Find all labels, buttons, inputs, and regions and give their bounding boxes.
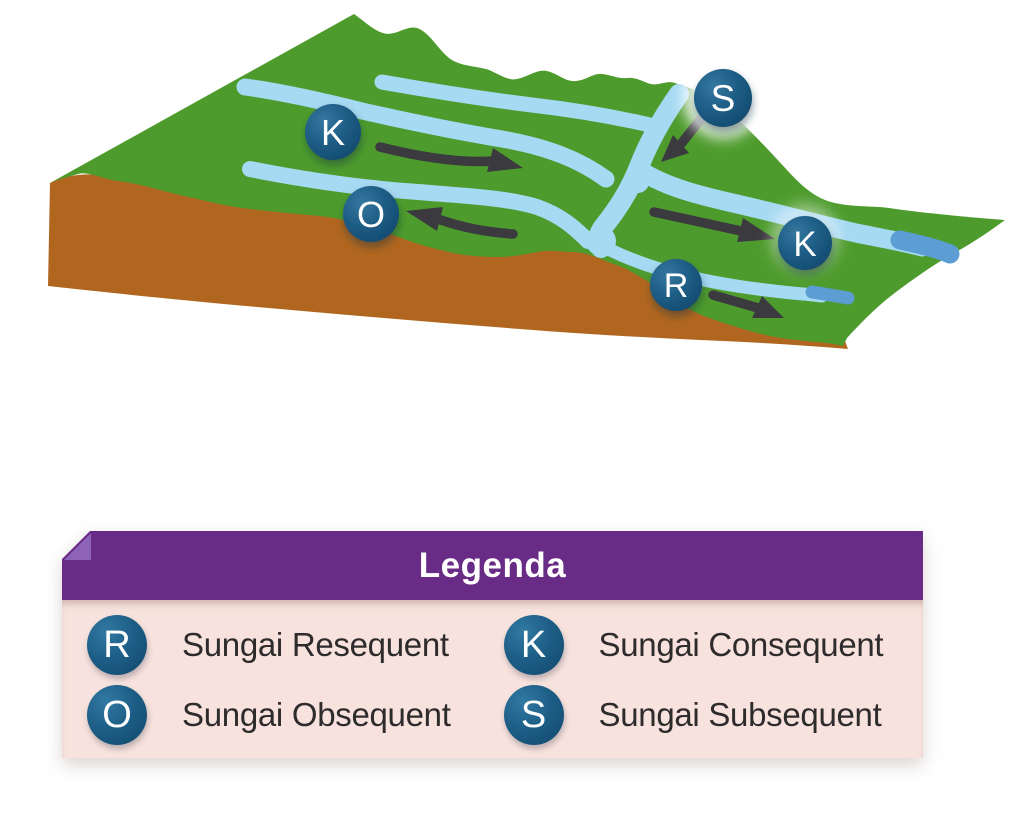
arrowhead-obsequent bbox=[406, 207, 443, 231]
river-consequent-k bbox=[236, 78, 615, 188]
legend-item-obsequent: O Sungai Obsequent bbox=[62, 685, 493, 745]
badge-letter: O bbox=[357, 194, 385, 235]
legend-item-subsequent: S Sungai Subsequent bbox=[493, 685, 924, 745]
badge-letter: S bbox=[711, 78, 736, 119]
legend-fold-corner bbox=[64, 533, 91, 560]
legend-badge-consequent: K bbox=[503, 615, 564, 675]
legend-panel: Legenda R Sungai Resequent K Sungai Cons… bbox=[62, 531, 923, 758]
arrowhead-subsequent bbox=[661, 135, 689, 162]
arrowhead-resequent bbox=[752, 296, 784, 318]
flow-arrow-consequent-left-tail bbox=[375, 142, 497, 167]
arrowhead-consequent-east bbox=[737, 218, 775, 242]
river-resequent bbox=[590, 236, 829, 303]
legend-label-consequent: Sungai Consequent bbox=[598, 626, 884, 663]
flow-arrow-consequent-east-tail bbox=[649, 207, 746, 236]
legend-badge-subsequent: S bbox=[503, 685, 564, 745]
legend-badge-obsequent: O bbox=[87, 685, 147, 745]
river-deep-segments bbox=[805, 230, 960, 305]
river-consequent-east-mouth bbox=[890, 230, 960, 264]
badge-consequent-left: K bbox=[305, 104, 361, 160]
river-consequent-upper bbox=[374, 74, 658, 133]
badge-resequent: R bbox=[650, 259, 702, 311]
legend-label-subsequent: Sungai Subsequent bbox=[598, 696, 882, 733]
river-resequent-mouth bbox=[805, 285, 855, 305]
legend-label-resequent: Sungai Resequent bbox=[182, 626, 449, 663]
flow-arrowheads bbox=[406, 135, 784, 318]
legend-title: Legenda bbox=[418, 545, 567, 585]
legend-badge-resequent: R bbox=[87, 615, 147, 675]
river-obsequent bbox=[242, 161, 596, 249]
legend-header: Legenda bbox=[62, 531, 923, 600]
legend-item-consequent: K Sungai Consequent bbox=[493, 615, 924, 675]
legend-item-resequent: R Sungai Resequent bbox=[62, 615, 493, 675]
legend-body: R Sungai Resequent K Sungai Consequent O… bbox=[62, 600, 923, 758]
badge-letter: K bbox=[321, 112, 345, 153]
arrowhead-consequent-left bbox=[487, 148, 523, 172]
map-badges: K O S K R bbox=[305, 69, 832, 311]
badge-subsequent: S bbox=[694, 69, 752, 127]
terrain-front-soil bbox=[48, 174, 848, 349]
terrain-diagram: K O S K R bbox=[48, 14, 1005, 349]
badge-consequent-east: K bbox=[778, 216, 832, 270]
badge-obsequent: O bbox=[343, 186, 399, 242]
river-junction bbox=[586, 226, 616, 256]
badge-letter: R bbox=[664, 267, 689, 305]
legend-label-obsequent: Sungai Obsequent bbox=[182, 696, 451, 733]
flow-arrow-obsequent-tail bbox=[436, 215, 518, 239]
flow-arrow-resequent-tail bbox=[708, 290, 763, 313]
river-junction-upper bbox=[627, 171, 649, 193]
badge-letter: K bbox=[793, 225, 816, 264]
